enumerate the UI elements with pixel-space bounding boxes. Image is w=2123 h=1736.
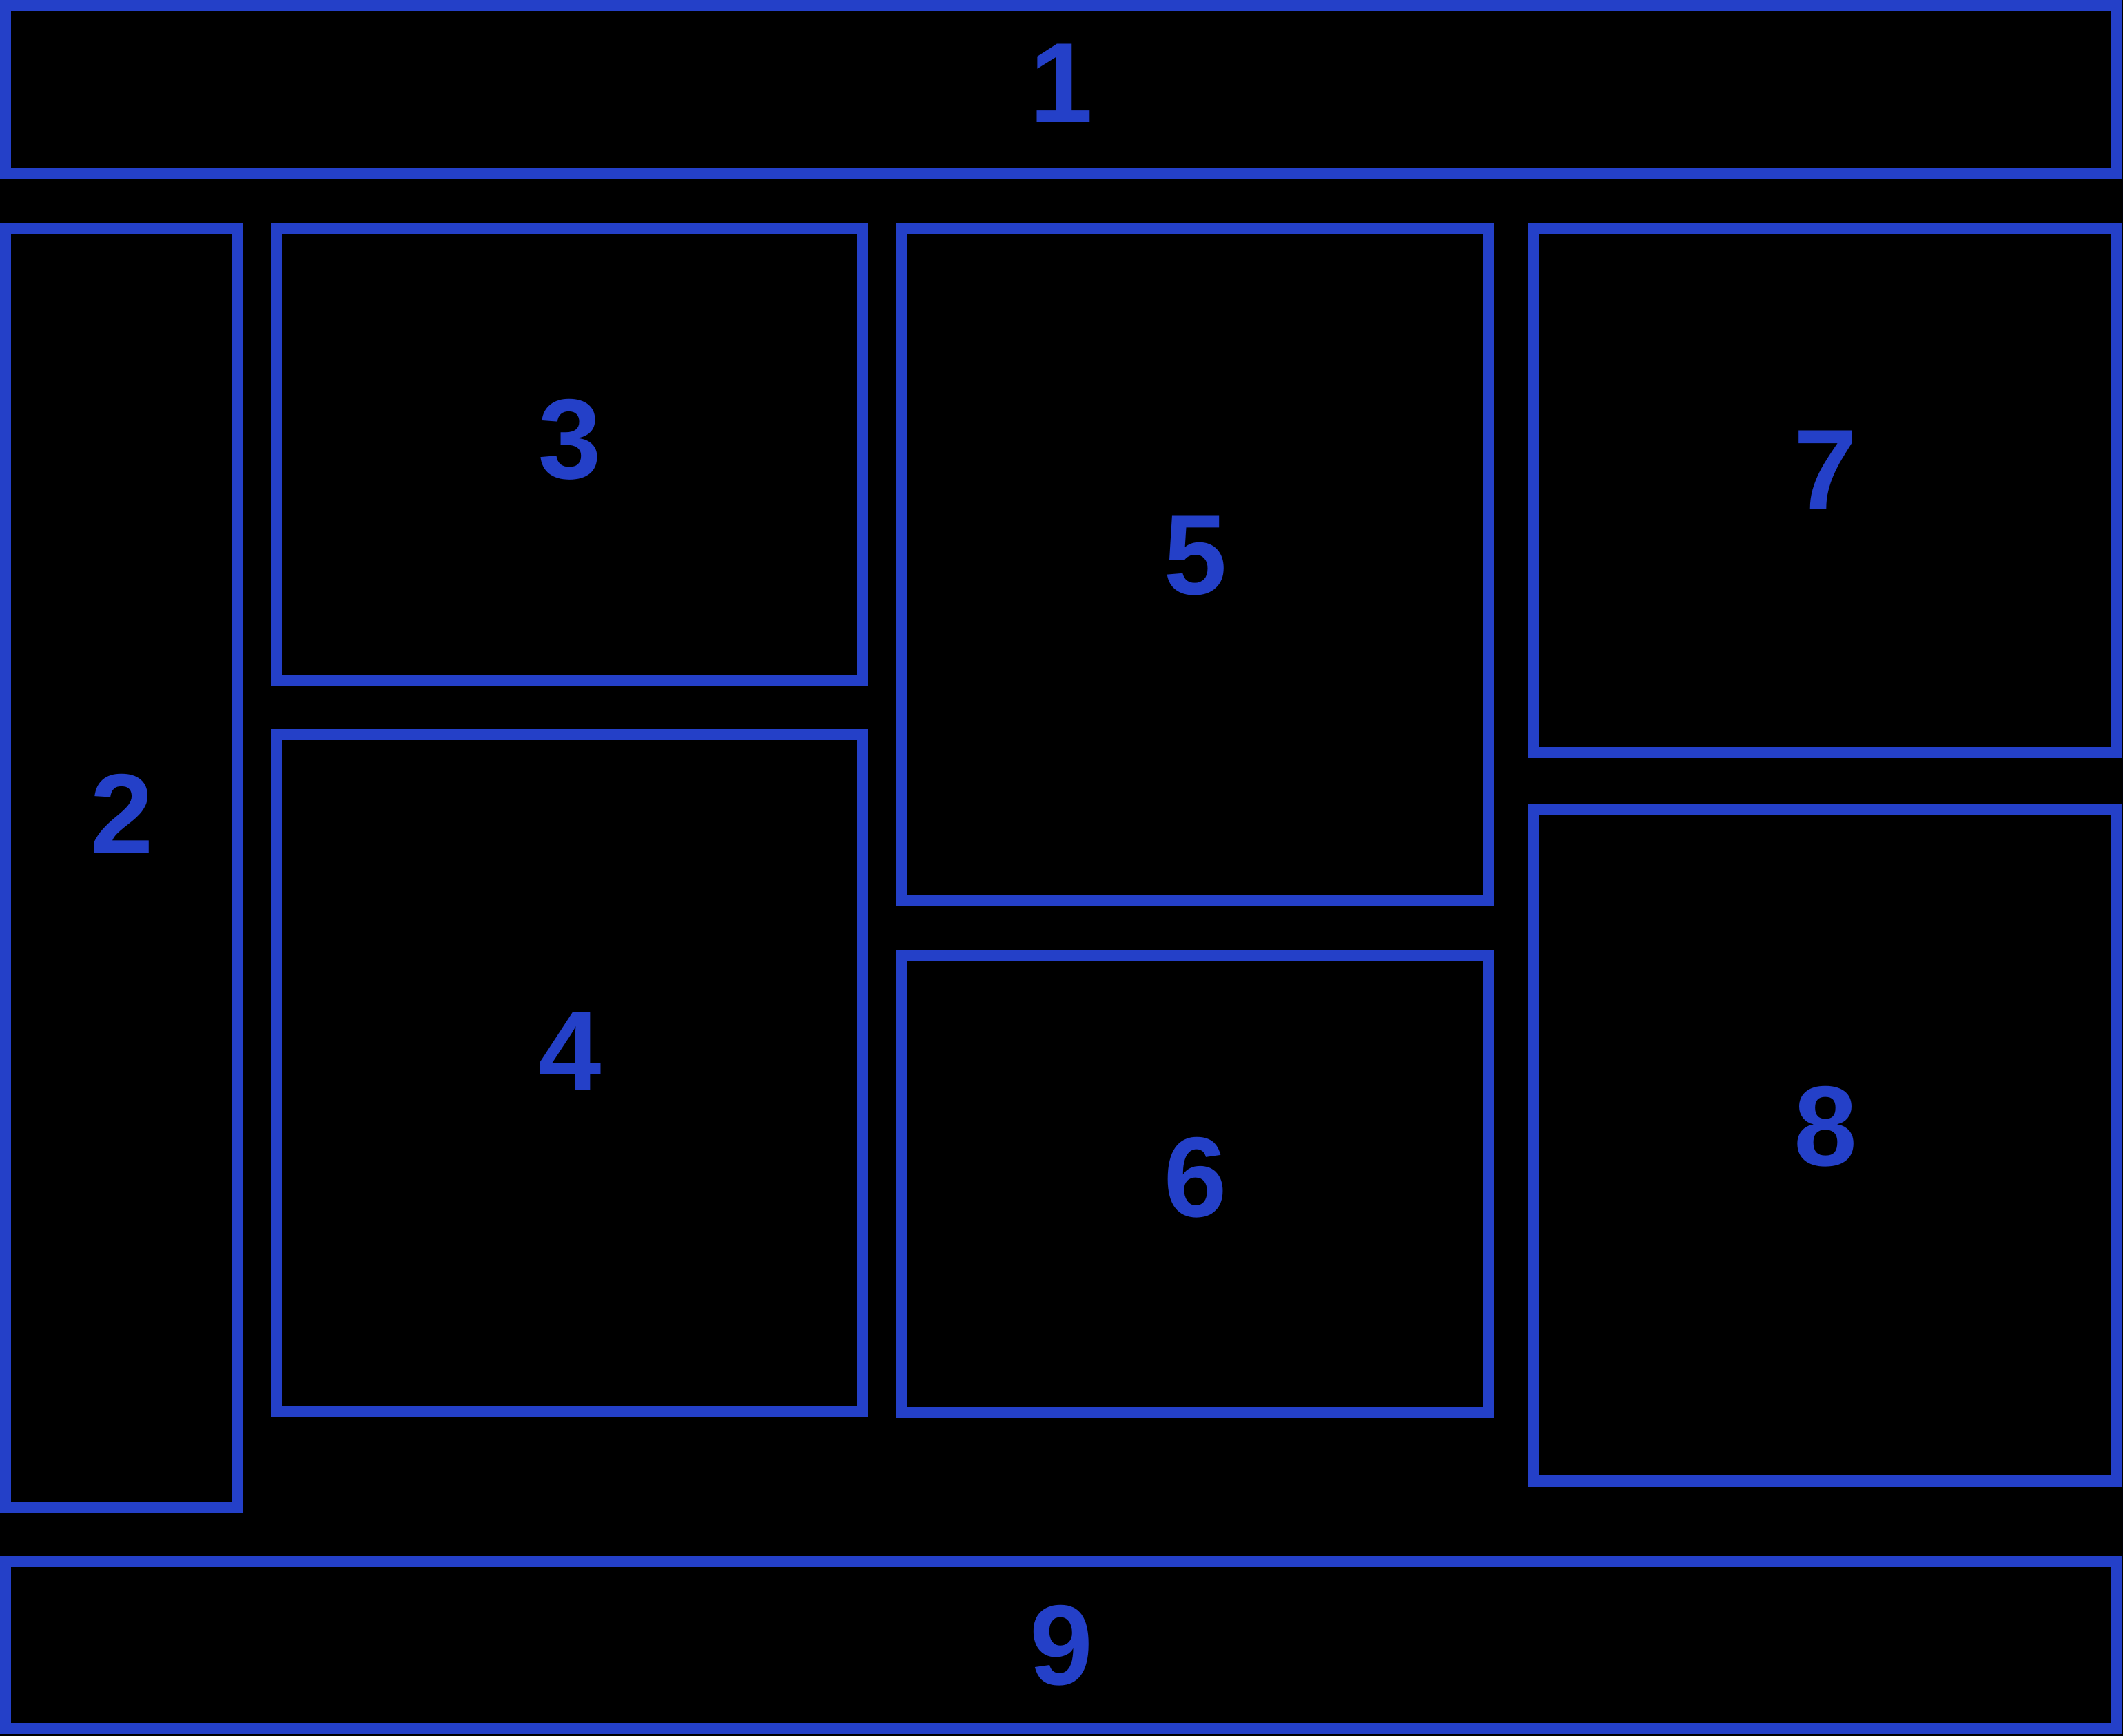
region-label-9: 9 — [1029, 1581, 1093, 1708]
region-label-7: 7 — [1794, 406, 1857, 533]
region-box-8: 8 — [1528, 804, 2122, 1487]
region-label-1: 1 — [1029, 19, 1093, 146]
region-label-5: 5 — [1163, 491, 1227, 618]
region-box-2: 2 — [0, 223, 243, 1513]
region-box-3: 3 — [271, 223, 868, 686]
region-box-7: 7 — [1528, 223, 2122, 758]
region-label-8: 8 — [1794, 1062, 1857, 1189]
region-label-3: 3 — [537, 375, 602, 502]
region-label-2: 2 — [90, 750, 154, 877]
region-box-4: 4 — [271, 729, 868, 1417]
region-label-4: 4 — [537, 987, 602, 1114]
region-box-5: 5 — [896, 223, 1494, 906]
region-label-6: 6 — [1163, 1114, 1227, 1240]
region-box-6: 6 — [896, 950, 1494, 1418]
region-box-1: 1 — [0, 0, 2122, 179]
region-box-9: 9 — [0, 1556, 2122, 1734]
